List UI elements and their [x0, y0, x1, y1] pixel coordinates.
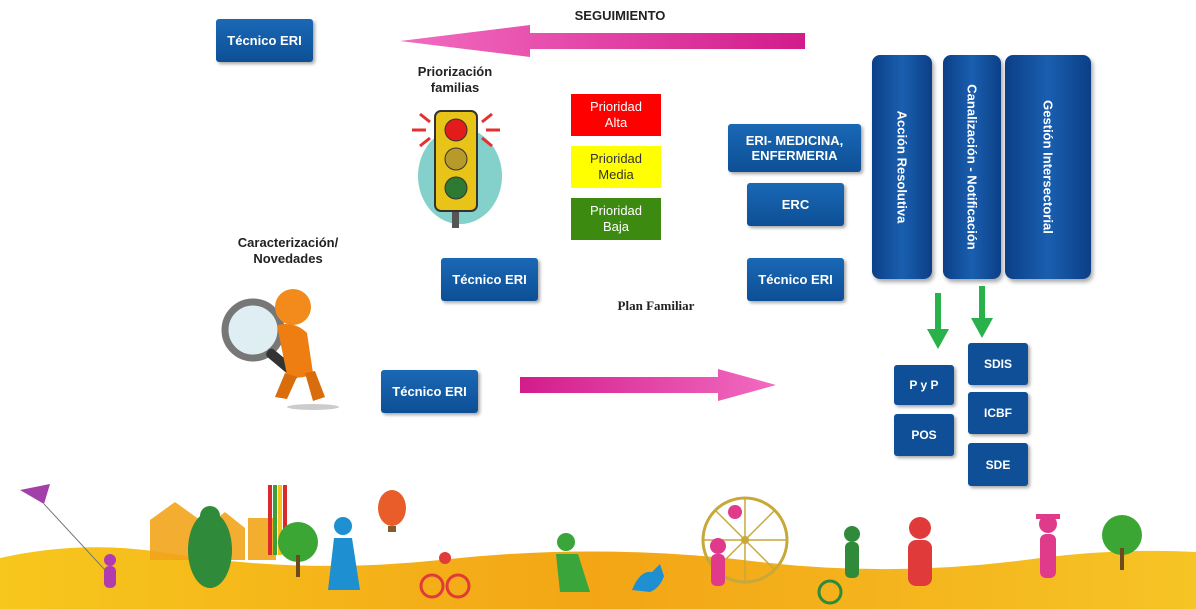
- priorizacion-label: Priorización familias: [417, 64, 493, 95]
- accion-resolutiva-bar: Acción Resolutiva: [872, 55, 932, 279]
- icbf-box: ICBF: [968, 392, 1028, 434]
- tecnico-eri-bottom-box: Técnico ERI: [381, 370, 478, 413]
- priority-baja-label: Prioridad Baja: [589, 203, 643, 234]
- pyp-box: P y P: [894, 365, 954, 405]
- green-arrow-down-icon: [927, 293, 949, 349]
- canalizacion-bar: Canalización - Notificación: [943, 55, 1001, 279]
- priority-media-label: Prioridad Media: [589, 151, 643, 182]
- seguimiento-label: SEGUIMIENTO: [574, 8, 666, 23]
- pos-box: POS: [894, 414, 954, 456]
- accion-resolutiva-label: Acción Resolutiva: [894, 110, 910, 224]
- tecnico-eri-right-box: Técnico ERI: [747, 258, 844, 301]
- green-arrow-down-icon: [971, 286, 993, 338]
- priority-media: Prioridad Media: [571, 146, 661, 188]
- priority-baja: Prioridad Baja: [571, 198, 661, 240]
- community-illustration: [0, 484, 1196, 609]
- priority-alta: Prioridad Alta: [571, 94, 661, 136]
- eri-medicina-box: ERI- MEDICINA, ENFERMERIA: [728, 124, 861, 172]
- gestion-intersectorial-label: Gestión Intersectorial: [1040, 100, 1056, 234]
- priority-alta-label: Prioridad Alta: [589, 99, 643, 130]
- sdis-box: SDIS: [968, 343, 1028, 385]
- seguimiento-arrow: [400, 25, 805, 57]
- gestion-intersectorial-bar: Gestión Intersectorial: [1005, 55, 1091, 279]
- plan-arrow: [520, 369, 776, 401]
- sde-box: SDE: [968, 443, 1028, 486]
- plan-familiar-label: Plan Familiar: [617, 298, 695, 313]
- erc-box: ERC: [747, 183, 844, 226]
- magnifier-figure-icon: [221, 289, 339, 410]
- traffic-light-icon: [412, 110, 502, 228]
- tecnico-eri-mid-box: Técnico ERI: [441, 258, 538, 301]
- caracterizacion-label: Caracterización/ Novedades: [237, 235, 339, 266]
- tecnico-eri-top-box: Técnico ERI: [216, 19, 313, 62]
- canalizacion-label: Canalización - Notificación: [964, 84, 980, 250]
